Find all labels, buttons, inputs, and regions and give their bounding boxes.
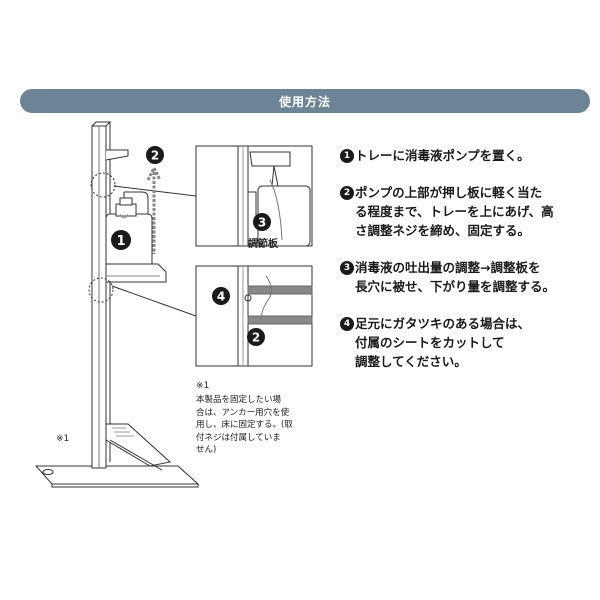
note-mark-top: ※1 [196,381,210,391]
step-text: 足元にガタツキのある場合は、 付属のシートをカットして 調整してください。 [355,316,531,369]
steps-list: 1 トレーに消毒液ポンプを置く。 2 ポンプの上部が押し板に軽く当た る程度まで… [340,146,590,389]
badge-1 [111,230,131,250]
step-4: 4 足元にガタツキのある場合は、 付属のシートをカットして 調整してください。 [340,314,590,371]
bottle [105,191,153,271]
badge-2-bottom [247,328,265,346]
step-2: 2 ポンプの上部が押し板に軽く当た る程度まで、トレーを上にあげ、高 さ調整ネジ… [340,183,590,240]
push-plate [105,149,129,161]
up-arrow [146,164,162,254]
step-text: トレーに消毒液ポンプを置く。 [355,148,530,163]
note-mark-base: ※1 [56,434,70,444]
tray [105,263,167,283]
badge-2-top [146,146,164,164]
section-title: 使用方法 [278,94,331,109]
step-3: 3 消毒液の吐出量の調整→調整板を 長穴に被せ、下がり量を調整する。 [340,258,590,296]
badge-4 [212,287,230,305]
badge-3 [253,213,271,231]
svg-text:2: 2 [252,331,260,345]
svg-text:4: 4 [217,290,225,304]
base-plate [34,465,200,485]
foot-pedal [105,423,172,467]
note-text: 本製品を固定したい場 合は、アンカー用穴を使 用し、床に固定する。(取 付ネジは… [196,395,293,455]
section-header: 使用方法 [20,89,590,113]
step-number: 4 [340,316,354,331]
svg-text:2: 2 [151,149,159,163]
step-number: 1 [340,148,354,163]
svg-text:3: 3 [258,216,266,230]
step-1: 1 トレーに消毒液ポンプを置く。 [340,146,590,165]
step-text: 消毒液の吐出量の調整→調整板を 長穴に被せ、下がり量を調整する。 [355,260,556,294]
step-number: 2 [340,185,354,200]
svg-text:1: 1 [116,234,125,249]
anchor-hole [42,469,54,475]
step-number: 3 [340,260,354,275]
adjust-plate-label: 調節板 [248,239,278,250]
step-text: ポンプの上部が押し板に軽く当た る程度まで、トレーを上にあげ、高 さ調整ネジを締… [355,185,554,238]
